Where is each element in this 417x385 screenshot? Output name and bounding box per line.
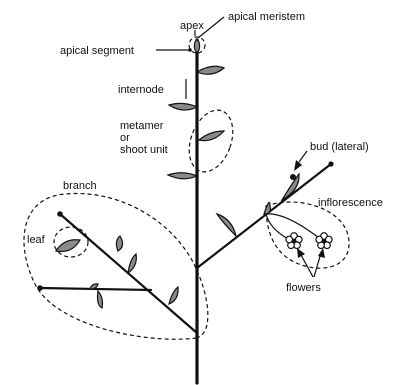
apical-segment-leader-dot xyxy=(188,48,192,52)
left-sub-branch-tip-bud xyxy=(37,285,43,291)
left-branch-leaf xyxy=(56,240,80,252)
label-inflorescence: inflorescence xyxy=(318,197,383,209)
label-branch: branch xyxy=(63,180,97,192)
bud-lateral-arrow xyxy=(294,160,302,171)
flower xyxy=(286,233,302,249)
flowers-arrowhead-right xyxy=(318,248,325,258)
flowers-arrow-left xyxy=(300,253,313,277)
apical-bud xyxy=(194,40,199,52)
left-branch-tip-bud xyxy=(57,211,63,217)
main-stem-leaf xyxy=(168,173,197,179)
flowers-arrowhead-left xyxy=(297,248,305,258)
right-branch-leaf xyxy=(264,202,270,214)
flowers-arrow-right xyxy=(314,253,321,277)
right-branch xyxy=(197,164,331,268)
main-stem-leaf xyxy=(199,131,224,141)
main-stem-leaf xyxy=(197,66,224,74)
label-metamer: metamer xyxy=(120,120,164,132)
main-stem-leaf xyxy=(169,103,197,110)
left-branch-leaf xyxy=(116,236,122,251)
label-internode: internode xyxy=(118,84,164,96)
label-shoot-unit: shoot unit xyxy=(120,144,168,156)
metamer-dashed-region xyxy=(181,104,240,178)
inflorescence-dashed-region xyxy=(266,202,349,268)
label-apical-meristem: apical meristem xyxy=(228,11,305,23)
label-apex: apex xyxy=(180,20,204,32)
label-bud-lateral: bud (lateral) xyxy=(310,141,369,153)
bud-lateral-node xyxy=(290,174,296,180)
flower xyxy=(316,233,332,249)
left-branch-leaf xyxy=(98,291,103,308)
left-branch-leaf xyxy=(128,254,136,273)
right-branch-tip-bud xyxy=(328,161,333,166)
label-flowers: flowers xyxy=(286,282,321,294)
left-branch-leaf xyxy=(169,287,178,304)
label-apical-segment: apical segment xyxy=(60,45,134,57)
right-branch-leaf xyxy=(217,214,236,236)
left-branch xyxy=(60,214,197,333)
bud-lateral-leader xyxy=(299,151,307,162)
label-leaf: leaf xyxy=(27,234,46,246)
label-metamer-or: or xyxy=(120,132,130,144)
